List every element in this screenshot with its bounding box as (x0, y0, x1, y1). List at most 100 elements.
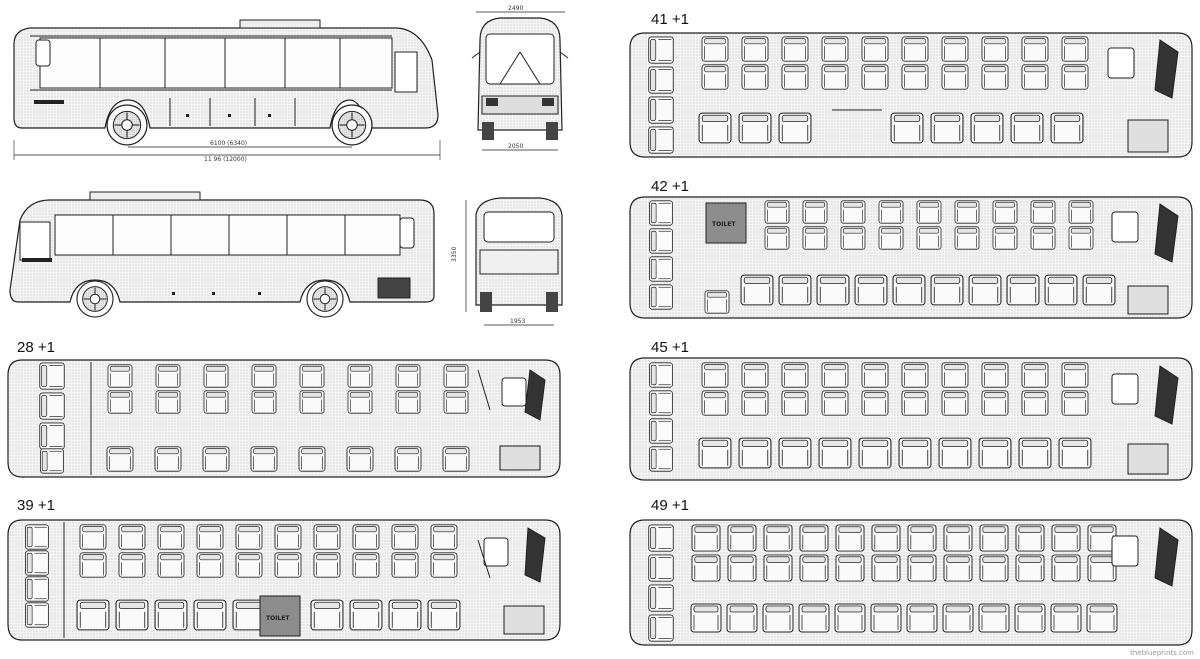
seat-icon (764, 226, 790, 250)
seat-icon (1051, 554, 1081, 582)
seat-icon (870, 603, 902, 633)
seat-icon (1068, 226, 1094, 250)
layout-label-45: 45 +1 (651, 339, 689, 356)
toilet-label: TOILET (712, 221, 736, 228)
seat-icon (155, 390, 181, 414)
seat-icon (154, 446, 182, 472)
seat-icon (649, 284, 673, 310)
seat-icon (349, 599, 383, 631)
credit-text: theblueprints.com (1130, 649, 1194, 657)
seat-icon (1010, 112, 1044, 144)
seat-icon (1015, 524, 1045, 552)
seat-icon (698, 112, 732, 144)
seat-icon (941, 36, 969, 62)
seat-icon (649, 200, 673, 226)
seat-icon (442, 446, 470, 472)
seat-icon (250, 446, 278, 472)
seat-icon (118, 552, 146, 578)
seat-icon (274, 524, 302, 550)
seat-icon (834, 603, 866, 633)
seat-icon (25, 602, 49, 628)
seat-icon (781, 362, 809, 388)
seat-icon (970, 112, 1004, 144)
seating-plan-41 (629, 32, 1193, 158)
seat-icon (954, 200, 980, 224)
seating-plan-49 (629, 519, 1193, 646)
seat-icon (196, 524, 224, 550)
seat-icon (649, 446, 673, 472)
seat-icon (313, 552, 341, 578)
seat-icon (1021, 390, 1049, 416)
seat-icon (763, 554, 793, 582)
seat-icon (648, 96, 674, 124)
rear-track-dimension: 1953 (510, 318, 525, 325)
seat-icon (193, 599, 227, 631)
seat-icon (106, 446, 134, 472)
seating-plan-45 (629, 357, 1193, 481)
seat-icon (196, 552, 224, 578)
seat-icon (799, 554, 829, 582)
seat-icon (941, 64, 969, 90)
seat-icon (763, 524, 793, 552)
seat-icon (738, 437, 772, 469)
seat-icon (1021, 362, 1049, 388)
seat-icon (781, 36, 809, 62)
seat-icon (691, 524, 721, 552)
seat-icon (1021, 36, 1049, 62)
seat-icon (649, 362, 673, 388)
seat-icon (648, 524, 674, 552)
seat-icon (691, 554, 721, 582)
seat-icon (727, 554, 757, 582)
seat-icon (861, 362, 889, 388)
seat-icon (443, 364, 469, 388)
seat-icon (1030, 226, 1056, 250)
seat-icon (154, 599, 188, 631)
seat-icon (1050, 603, 1082, 633)
seat-icon (648, 66, 674, 94)
seat-icon (115, 599, 149, 631)
wheel-icon (306, 280, 344, 318)
seat-icon (878, 226, 904, 250)
seat-icon (799, 524, 829, 552)
seat-icon (916, 200, 942, 224)
side-view-right: 6100 (6340) 11 96 (12000) (13, 19, 441, 163)
layout-label-39: 39 +1 (17, 497, 55, 514)
seat-icon (802, 200, 828, 224)
seat-icon (840, 226, 866, 250)
seat-icon (1044, 274, 1078, 306)
seat-icon (1061, 390, 1089, 416)
seat-icon (118, 524, 146, 550)
seat-icon (821, 390, 849, 416)
seat-icon (1061, 64, 1089, 90)
seat-icon (76, 599, 110, 631)
seat-icon (781, 64, 809, 90)
seat-icon (391, 524, 419, 550)
seat-icon (741, 64, 769, 90)
seat-icon (1015, 554, 1045, 582)
seat-icon (861, 390, 889, 416)
toilet-label: TOILET (266, 615, 290, 622)
seat-icon (157, 552, 185, 578)
seat-icon (764, 200, 790, 224)
seat-icon (981, 64, 1009, 90)
seat-icon (778, 437, 812, 469)
seat-icon (781, 390, 809, 416)
seat-icon (1068, 200, 1094, 224)
seat-icon (1021, 64, 1049, 90)
seat-icon (649, 256, 673, 282)
seat-icon (202, 446, 230, 472)
seat-icon (740, 274, 774, 306)
wheel-icon (76, 280, 114, 318)
seat-icon (347, 364, 373, 388)
toilet-compartment (705, 202, 747, 244)
seat-icon (943, 554, 973, 582)
seat-icon (352, 524, 380, 550)
seat-icon (310, 599, 344, 631)
front-width-dimension: 2490 (508, 5, 523, 12)
seat-icon (981, 390, 1009, 416)
seat-icon (427, 599, 461, 631)
seat-icon (762, 603, 794, 633)
seat-icon (155, 364, 181, 388)
seat-icon (1030, 200, 1056, 224)
